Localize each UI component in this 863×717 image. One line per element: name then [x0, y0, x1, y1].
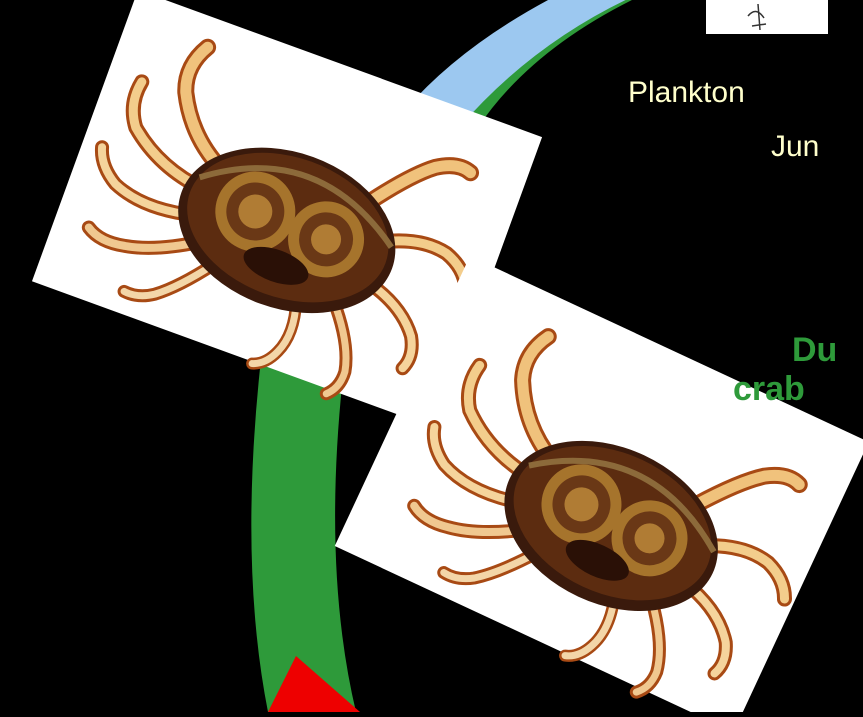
plankton-label: Plankton [628, 78, 745, 108]
cycle-arrow-lower [251, 350, 356, 712]
species-label-line1: Du [792, 333, 837, 367]
larva-sketch-image [706, 0, 828, 34]
species-label-line2: crab [733, 372, 805, 406]
month-label: Jun [771, 132, 819, 162]
